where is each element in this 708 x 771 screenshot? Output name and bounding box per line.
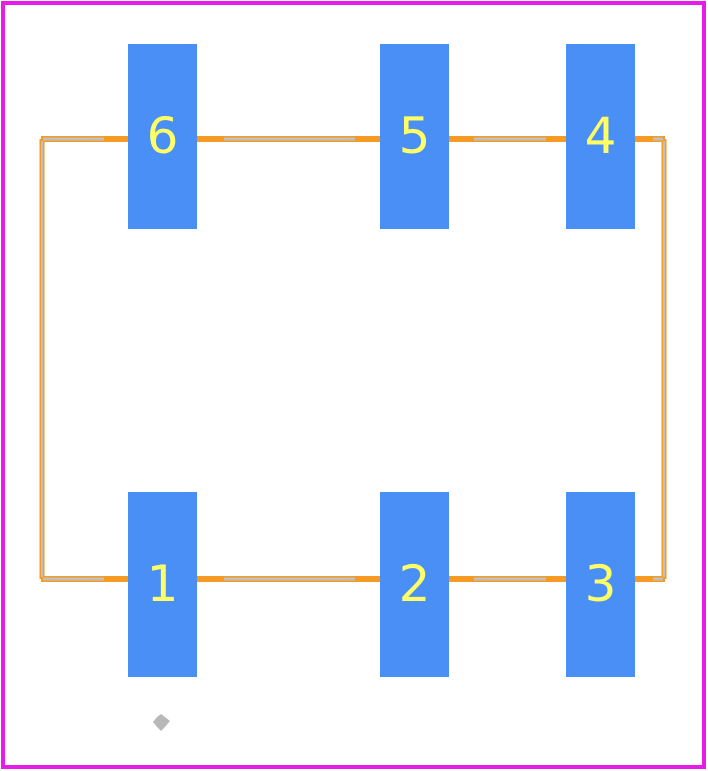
pad-4-label: 4 — [585, 107, 617, 165]
pad-6 — [128, 44, 197, 229]
pad-3-label: 3 — [585, 555, 617, 613]
pad-2 — [380, 492, 449, 677]
pad-3 — [566, 492, 635, 677]
pad-6-label: 6 — [147, 107, 179, 165]
fabrication-outline — [41, 137, 665, 581]
pad-2-label: 2 — [399, 555, 431, 613]
pad-5 — [380, 44, 449, 229]
origin-marker-icon — [153, 714, 170, 731]
pad-1 — [128, 492, 197, 677]
pad-group: 6 5 4 1 2 3 — [128, 44, 635, 677]
pad-1-label: 1 — [147, 555, 179, 613]
pad-5-label: 5 — [399, 107, 431, 165]
pad-4 — [566, 44, 635, 229]
